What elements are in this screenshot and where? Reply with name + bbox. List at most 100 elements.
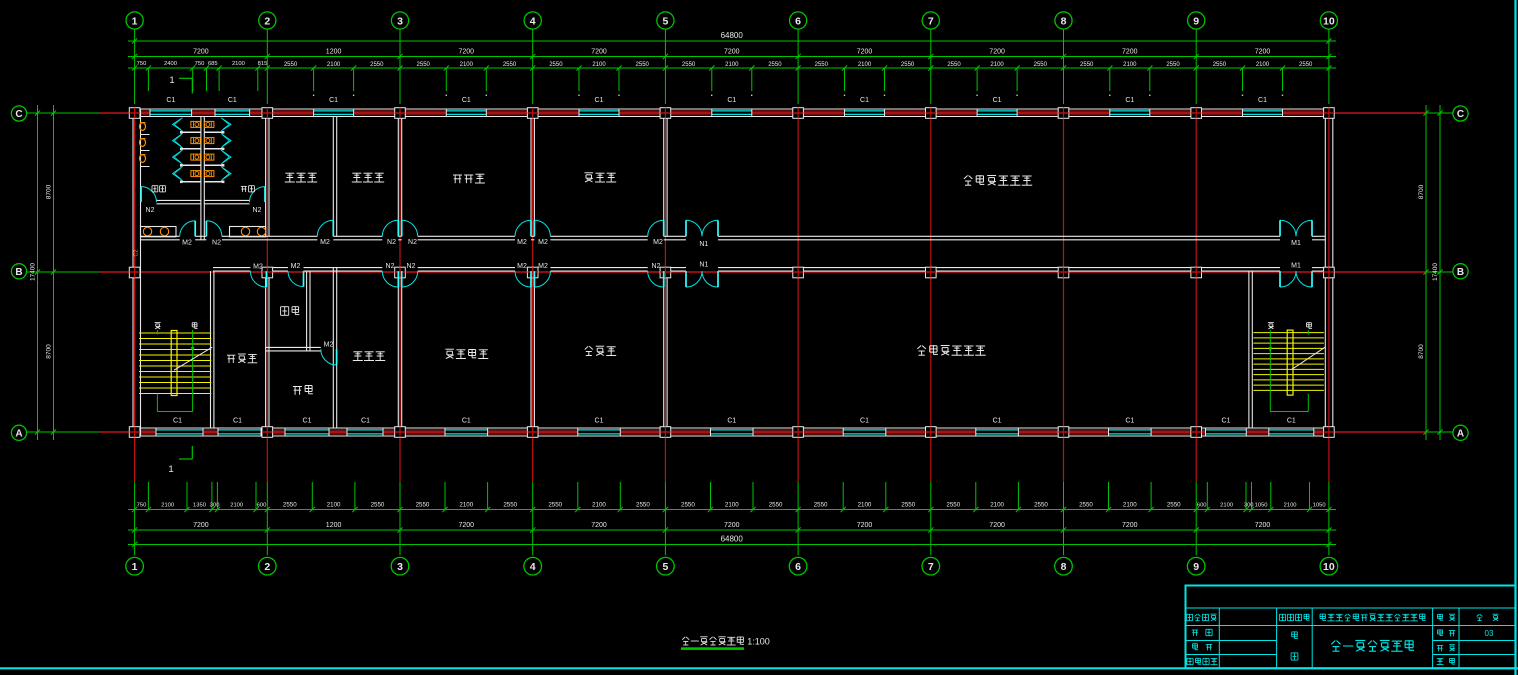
svg-text:N2: N2 <box>408 239 417 246</box>
svg-text:4: 4 <box>530 561 536 573</box>
svg-text:2550: 2550 <box>417 62 431 68</box>
svg-text:2550: 2550 <box>1079 502 1093 509</box>
svg-text:C1: C1 <box>727 417 736 424</box>
svg-text:3: 3 <box>397 561 403 573</box>
svg-text:17400: 17400 <box>1432 263 1439 281</box>
svg-text:7: 7 <box>928 561 934 573</box>
svg-text:C1: C1 <box>462 417 471 424</box>
svg-text:1200: 1200 <box>326 522 342 529</box>
svg-text:M2: M2 <box>653 239 663 246</box>
svg-text:7200: 7200 <box>989 49 1005 56</box>
svg-text:C1: C1 <box>1125 417 1134 424</box>
svg-text:2550: 2550 <box>1034 62 1048 68</box>
svg-text:1: 1 <box>169 75 174 86</box>
svg-text:6: 6 <box>795 15 801 27</box>
svg-text:N2: N2 <box>387 239 396 246</box>
svg-text:M2: M2 <box>182 239 192 246</box>
svg-text:2100: 2100 <box>990 62 1004 68</box>
svg-text:M2: M2 <box>517 263 527 270</box>
svg-text:B: B <box>15 267 22 278</box>
svg-text:1:100: 1:100 <box>747 637 770 647</box>
svg-text:C1: C1 <box>233 417 242 424</box>
svg-text:1050: 1050 <box>1313 503 1326 509</box>
svg-text:3: 3 <box>397 15 403 27</box>
svg-text:2100: 2100 <box>990 502 1004 509</box>
svg-text:2550: 2550 <box>416 502 430 509</box>
svg-text:2550: 2550 <box>901 502 915 509</box>
svg-text:7200: 7200 <box>1255 522 1271 529</box>
svg-text:2550: 2550 <box>503 62 517 68</box>
svg-text:C1: C1 <box>228 97 237 104</box>
svg-text:2550: 2550 <box>946 502 960 509</box>
svg-text:2550: 2550 <box>1167 502 1181 509</box>
svg-text:9: 9 <box>1193 15 1199 27</box>
svg-text:8700: 8700 <box>1418 184 1425 199</box>
svg-text:2100: 2100 <box>725 502 739 509</box>
svg-text:2100: 2100 <box>161 503 174 509</box>
svg-text:2: 2 <box>264 15 270 27</box>
svg-text:N2: N2 <box>407 263 416 270</box>
svg-text:2550: 2550 <box>283 502 297 509</box>
svg-text:2550: 2550 <box>370 62 384 68</box>
svg-text:2550: 2550 <box>947 62 961 68</box>
svg-text:C1: C1 <box>462 97 471 104</box>
svg-text:750: 750 <box>137 61 147 67</box>
svg-text:685: 685 <box>208 61 218 67</box>
svg-text:2550: 2550 <box>1299 62 1313 68</box>
svg-text:2550: 2550 <box>681 502 695 509</box>
svg-text:7200: 7200 <box>591 522 607 529</box>
svg-text:N2: N2 <box>253 207 262 214</box>
svg-text:2: 2 <box>264 561 270 573</box>
svg-text:8700: 8700 <box>46 344 53 359</box>
svg-text:1050: 1050 <box>1255 503 1268 509</box>
svg-text:2550: 2550 <box>284 62 298 68</box>
svg-text:64800: 64800 <box>721 31 744 40</box>
svg-text:C1: C1 <box>1258 97 1267 104</box>
svg-text:1: 1 <box>132 561 138 573</box>
svg-text:C1: C1 <box>727 97 736 104</box>
svg-text:7200: 7200 <box>193 522 209 529</box>
svg-text:2100: 2100 <box>1123 502 1137 509</box>
svg-text:M2: M2 <box>324 342 334 349</box>
svg-text:M1: M1 <box>1291 240 1301 247</box>
svg-text:2100: 2100 <box>1123 62 1137 68</box>
svg-text:7200: 7200 <box>459 49 475 56</box>
svg-text:2100: 2100 <box>327 62 341 68</box>
svg-text:2100: 2100 <box>460 62 474 68</box>
svg-text:2550: 2550 <box>371 502 385 509</box>
svg-text:2550: 2550 <box>814 502 828 509</box>
svg-text:7200: 7200 <box>459 522 475 529</box>
svg-text:8700: 8700 <box>46 184 53 199</box>
svg-text:C1: C1 <box>1222 417 1231 424</box>
svg-text:2550: 2550 <box>636 62 650 68</box>
svg-text:C1: C1 <box>329 97 338 104</box>
svg-text:2550: 2550 <box>815 62 829 68</box>
svg-text:M2: M2 <box>538 239 548 246</box>
svg-text:7200: 7200 <box>989 522 1005 529</box>
svg-text:2100: 2100 <box>858 62 872 68</box>
svg-text:2100: 2100 <box>327 502 341 509</box>
svg-text:7200: 7200 <box>1122 522 1138 529</box>
svg-text:7200: 7200 <box>724 49 740 56</box>
svg-text:M2: M2 <box>517 239 527 246</box>
svg-text:9: 9 <box>1193 561 1199 573</box>
svg-text:2550: 2550 <box>768 62 782 68</box>
svg-text:N2: N2 <box>652 263 661 270</box>
svg-text:10: 10 <box>1323 561 1335 573</box>
svg-text:2100: 2100 <box>1256 62 1270 68</box>
svg-text:7200: 7200 <box>591 49 607 56</box>
svg-text:2100: 2100 <box>1284 503 1297 509</box>
svg-text:2100: 2100 <box>858 502 872 509</box>
svg-text:5: 5 <box>662 15 668 27</box>
svg-text:N2: N2 <box>212 239 221 246</box>
svg-text:2100: 2100 <box>592 502 606 509</box>
svg-text:300: 300 <box>1244 503 1254 509</box>
svg-text:1: 1 <box>168 464 173 475</box>
svg-text:2100: 2100 <box>1220 503 1233 509</box>
svg-text:N2: N2 <box>146 207 155 214</box>
svg-text:C1: C1 <box>173 417 182 424</box>
svg-text:4: 4 <box>530 15 536 27</box>
svg-text:2550: 2550 <box>769 502 783 509</box>
svg-text:2550: 2550 <box>1034 502 1048 509</box>
svg-text:10: 10 <box>1323 15 1335 27</box>
